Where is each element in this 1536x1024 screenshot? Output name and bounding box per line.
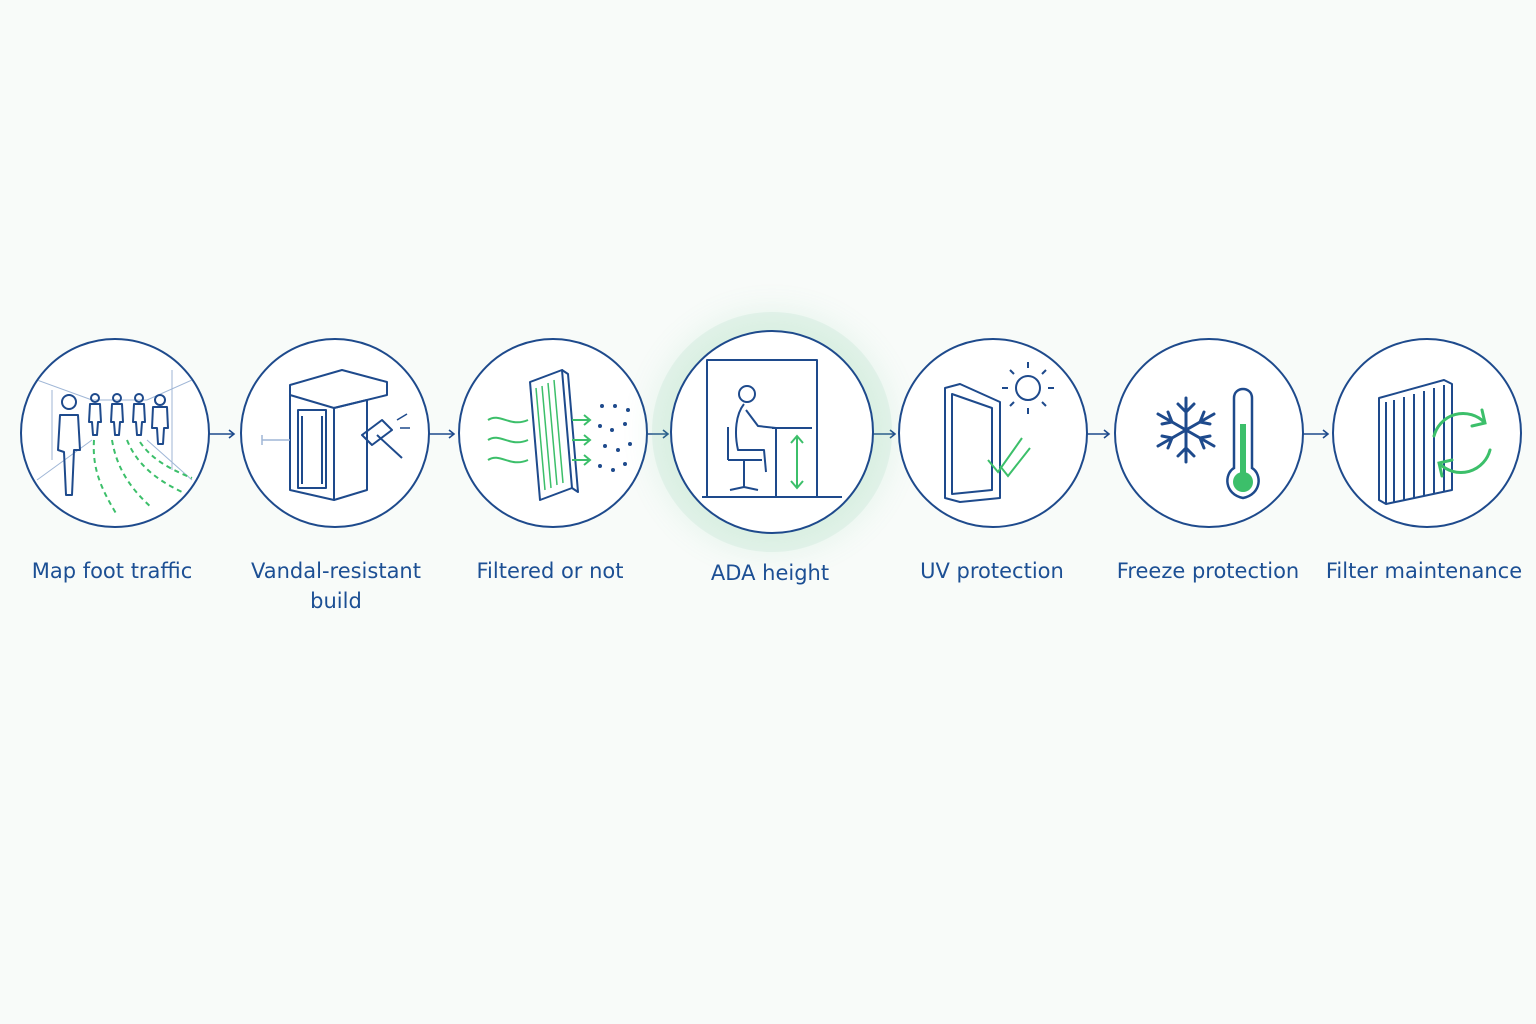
step-circle <box>1332 338 1522 528</box>
step-circle <box>240 338 430 528</box>
step-circle <box>1114 338 1304 528</box>
step-label: UV protection <box>920 559 1064 583</box>
step-label: Filtered or not <box>476 559 624 583</box>
connector-arrow-5 <box>1086 429 1112 439</box>
step-circle <box>20 338 210 528</box>
step-vandal-resistant-build <box>240 338 430 528</box>
step-label: ADA height <box>710 561 830 585</box>
step-label: Map foot traffic <box>31 559 193 583</box>
kiosk-hammer-icon <box>261 369 410 501</box>
step-label: Filter maintenance <box>1325 559 1523 583</box>
connector-arrow-4 <box>870 429 898 439</box>
step-label: Vandal-resistant build <box>251 559 421 613</box>
step-map-foot-traffic <box>20 338 210 528</box>
step-filtered-or-not <box>458 338 648 528</box>
filter-refresh-icon <box>1378 379 1492 505</box>
connector-arrow-3 <box>645 429 671 439</box>
step-circle <box>670 330 874 534</box>
step-circle <box>458 338 648 528</box>
filter-airflow-icon <box>487 369 632 501</box>
step-ada-height <box>670 330 874 534</box>
sun-panel-icon <box>944 362 1054 503</box>
step-freeze-protection <box>1114 338 1304 528</box>
connector-arrow-2 <box>429 429 457 439</box>
snowflake-thermometer-icon <box>1156 387 1260 500</box>
connector-arrow-1 <box>209 429 237 439</box>
step-circle <box>898 338 1088 528</box>
step-label: Freeze protection <box>1116 559 1300 583</box>
seated-user-height-icon <box>702 359 842 498</box>
foot-traffic-icon <box>36 370 193 516</box>
connector-arrow-6 <box>1303 429 1331 439</box>
step-filter-maintenance <box>1332 338 1522 528</box>
step-uv-protection <box>898 338 1088 528</box>
